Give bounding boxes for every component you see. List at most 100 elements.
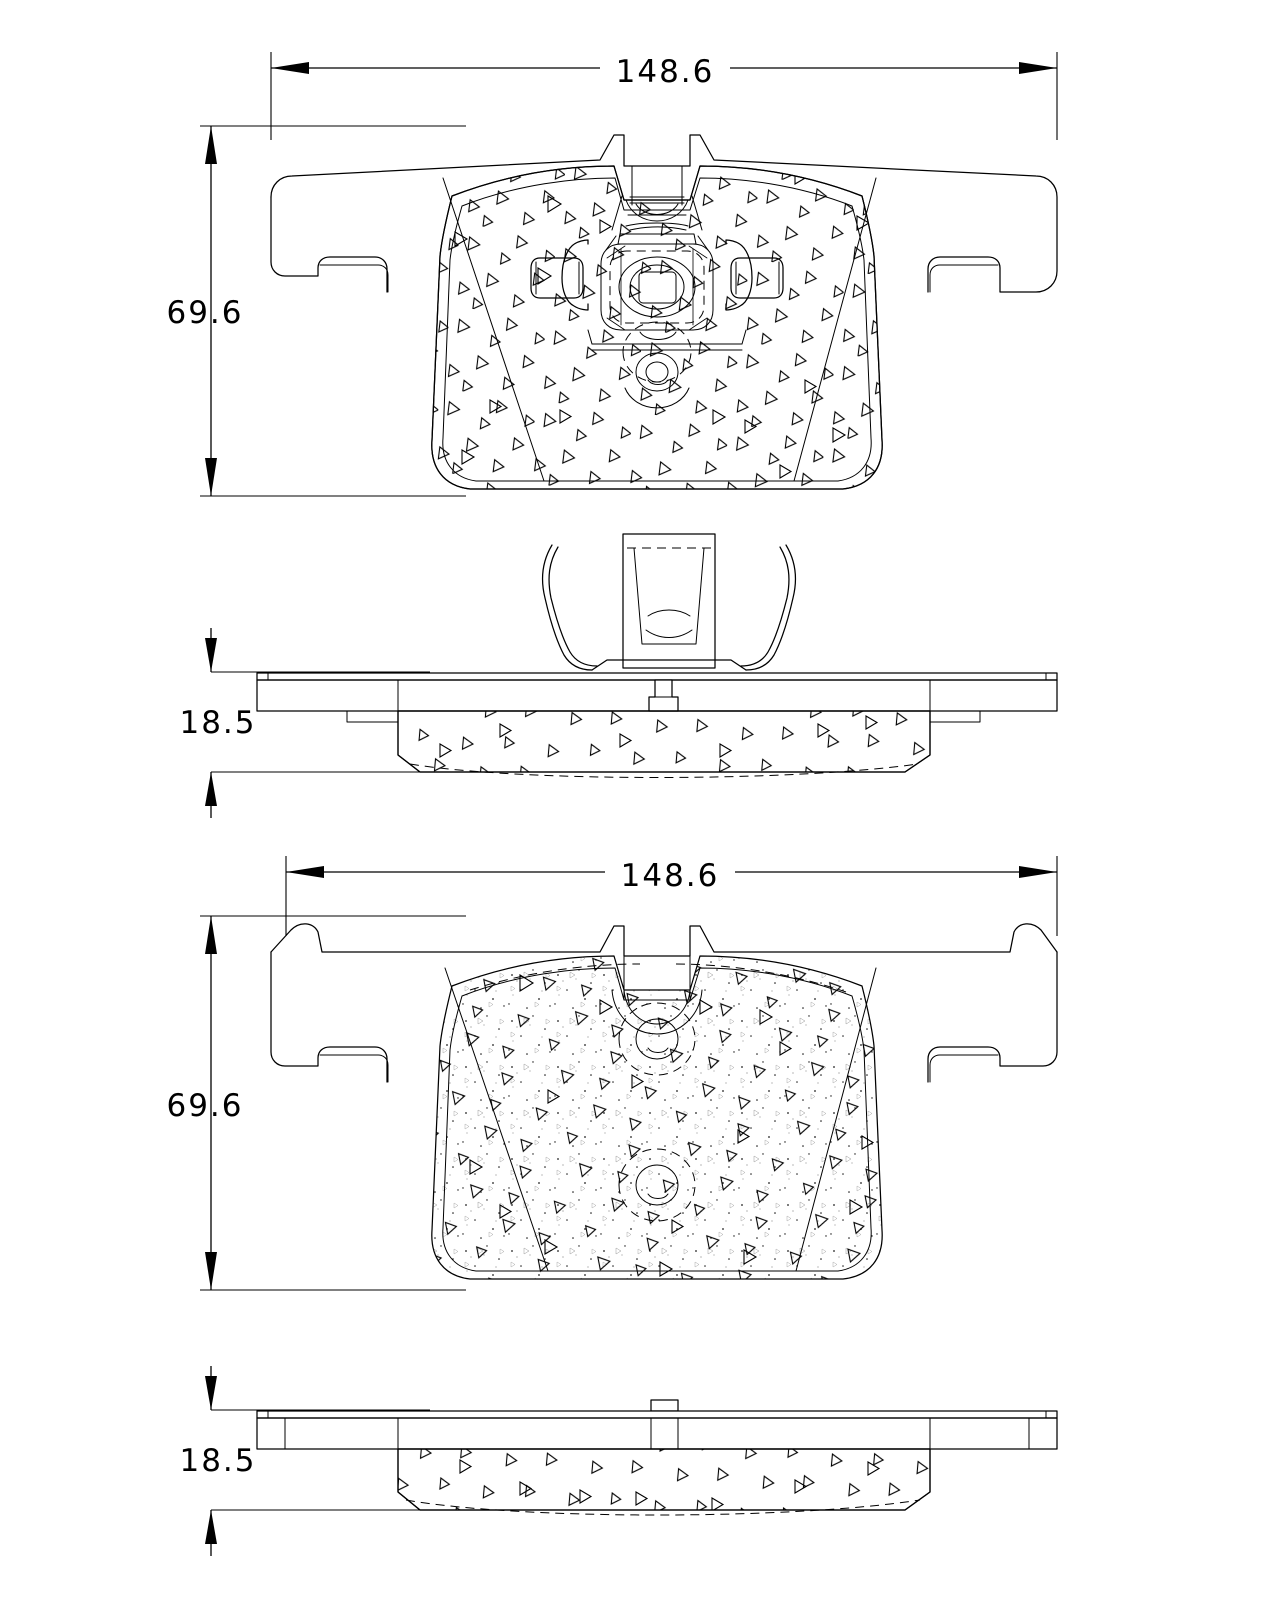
friction-edge-dashed-arc xyxy=(405,1499,921,1516)
top-notch-radius xyxy=(623,989,691,1025)
arrow-left-icon xyxy=(271,62,309,74)
spring-clip-body-taper xyxy=(633,547,705,645)
backing-plate-outline-upper xyxy=(270,134,1058,293)
spring-clip-arc-upper xyxy=(647,609,691,617)
rear-brake-pad-edge-view xyxy=(256,1399,1058,1516)
friction-material-edge-outline xyxy=(397,1448,931,1511)
front-brake-pad-face-view xyxy=(270,134,1058,490)
center-rail-arc xyxy=(639,331,677,340)
left-pocket-recess xyxy=(530,257,584,299)
backing-plate-edge-body xyxy=(256,1417,1058,1450)
lower-boss-circle xyxy=(635,1164,679,1206)
sensor-notch-arc-outer xyxy=(625,199,689,222)
friction-top-dashed-contour xyxy=(469,963,847,993)
lower-boss-arc xyxy=(647,379,669,385)
center-boss-ring-outer xyxy=(600,243,714,331)
front-brake-pad-edge-view xyxy=(256,533,1058,778)
center-boss-circle-inner xyxy=(629,264,685,310)
backing-plate-outline-left-ear xyxy=(270,196,388,293)
dimension-bottom-thickness: 18.5 xyxy=(179,1366,430,1556)
upper-boss-arc xyxy=(647,1047,669,1053)
spring-clip-body xyxy=(622,533,716,669)
backing-plate-edge-body xyxy=(256,679,1058,712)
backing-plate-edge-end-marks xyxy=(267,1410,1047,1419)
dimension-label-bottom-thickness: 18.5 xyxy=(179,1443,256,1479)
center-boss-corner-marks xyxy=(606,245,708,331)
dimension-top-width: 148.6 xyxy=(270,48,1058,140)
friction-triangle-texture xyxy=(431,956,883,1279)
center-rail-taper xyxy=(587,329,747,345)
centre-tab-sides xyxy=(650,1417,679,1450)
left-pocket-inner xyxy=(535,261,580,295)
arrow-up-icon xyxy=(205,772,217,806)
edge-ledge-left xyxy=(346,710,399,723)
spring-clip-left-leg-inner xyxy=(548,546,598,667)
center-rail-lines xyxy=(591,343,743,351)
sensor-notch-sides xyxy=(631,165,683,206)
backing-plate-edge-end-dividers xyxy=(284,1417,1030,1450)
spring-clip-foot xyxy=(591,659,747,671)
lower-boss-arc-bottom xyxy=(624,387,690,409)
rear-brake-pad-face-view xyxy=(270,923,1058,1280)
dimension-label-top-width: 148.6 xyxy=(616,54,715,90)
friction-triangle-overlay xyxy=(454,169,883,479)
lower-boss-circle-inner xyxy=(645,361,669,383)
dimension-label-bottom-width: 148.6 xyxy=(621,858,720,894)
sensor-notch-taper xyxy=(611,195,703,231)
lower-boss-dashed-ring xyxy=(618,1148,696,1222)
arrow-right-icon xyxy=(1019,62,1057,74)
center-boss-square xyxy=(638,271,677,304)
arrow-up-icon xyxy=(205,126,217,164)
lower-boss-arc xyxy=(647,1193,669,1199)
arrow-left-icon xyxy=(286,866,324,878)
friction-inner-offset xyxy=(442,177,872,482)
backing-plate-outline-left xyxy=(270,951,388,1083)
dimension-label-top-thickness: 18.5 xyxy=(179,705,256,741)
right-pocket-inner xyxy=(735,261,780,295)
friction-material-outline xyxy=(431,955,883,1280)
spring-clip-right-leg xyxy=(745,544,796,671)
backing-plate-outline-right xyxy=(927,951,1058,1083)
dimension-label-bottom-height: 69.6 xyxy=(166,1088,243,1124)
center-shield-arc xyxy=(629,226,687,231)
left-pocket-outline xyxy=(561,239,589,311)
edge-triangle-overlay xyxy=(459,1459,881,1510)
backing-plate-edge-dividers xyxy=(397,679,931,712)
chamfer-line-left xyxy=(442,177,545,482)
arrow-up-icon xyxy=(205,916,217,954)
dimension-text-bg xyxy=(605,852,735,894)
center-boss-ring-dashed xyxy=(609,250,705,324)
right-ear-inner-line xyxy=(929,264,999,293)
top-notch-radius-outer xyxy=(611,989,703,1035)
sensor-notch-rails xyxy=(629,196,685,204)
backing-plate-centre-tab xyxy=(648,679,679,712)
lower-boss-outer-dashed xyxy=(622,321,692,383)
edge-triangle-overlay xyxy=(439,715,879,758)
left-ear-inner-line xyxy=(319,264,389,293)
backing-plate-edge-top-strip xyxy=(256,672,1058,681)
friction-material-edge-outline xyxy=(397,710,931,773)
upper-boss-circle xyxy=(635,1018,679,1060)
backing-plate-edge-end-marks xyxy=(267,672,1047,681)
dimension-bottom-width: 148.6 xyxy=(285,852,1058,936)
chamfer-line-right xyxy=(793,177,877,482)
chamfer-line-left xyxy=(444,967,549,1272)
dimension-label-top-height: 69.6 xyxy=(166,295,243,331)
dimension-top-height: 69.6 xyxy=(166,125,466,497)
edge-centre-tab xyxy=(650,1399,679,1412)
friction-triangle-texture xyxy=(431,166,883,489)
edge-ledge-right xyxy=(929,710,981,723)
lower-boss-circle-outer xyxy=(635,352,679,392)
backing-plate-edge-dividers xyxy=(397,1417,931,1450)
chamfer-line-right xyxy=(795,967,877,1272)
dimension-text-bg xyxy=(600,48,730,90)
left-ear-inner-line xyxy=(319,1054,389,1083)
dimension-bottom-height: 69.6 xyxy=(166,915,466,1291)
center-shield-taper xyxy=(605,235,709,251)
right-pocket-outline xyxy=(725,239,753,311)
friction-edge-triangle-texture xyxy=(398,1449,930,1510)
arrow-down-icon xyxy=(205,1376,217,1410)
friction-material-outline xyxy=(431,165,883,490)
